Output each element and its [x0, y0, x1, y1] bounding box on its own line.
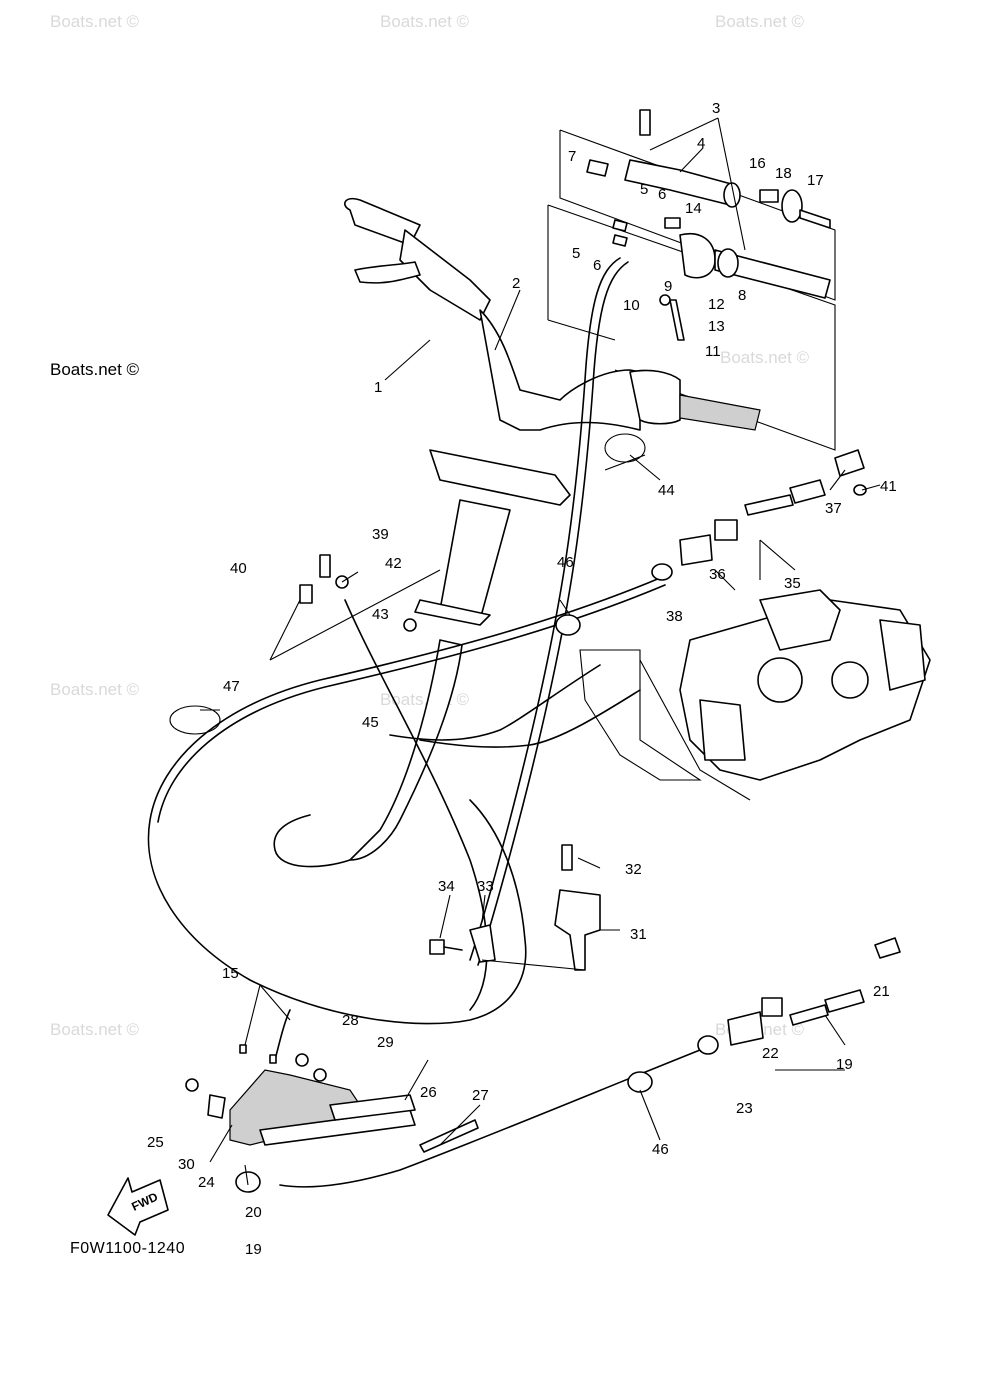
handlebar	[344, 197, 761, 626]
callout-19a: 19	[836, 1056, 853, 1073]
callout-23: 23	[736, 1100, 753, 1117]
callout-38: 38	[666, 608, 683, 625]
callout-28: 28	[342, 1012, 359, 1029]
callout-12: 12	[708, 296, 725, 313]
figure-code: F0W1100-1240	[70, 1240, 186, 1257]
callout-46a: 46	[557, 554, 574, 571]
callout-36: 36	[709, 566, 726, 583]
callout-26: 26	[420, 1084, 437, 1101]
callout-13: 13	[708, 318, 725, 335]
watermark: Boats.net ©	[50, 12, 140, 31]
callout-5b: 5	[572, 245, 580, 262]
cable-fittings	[299, 449, 867, 636]
callout-2: 2	[512, 275, 520, 292]
callout-10: 10	[623, 297, 640, 314]
callout-3: 3	[712, 100, 720, 117]
callout-39: 39	[372, 526, 389, 543]
callout-16: 16	[749, 155, 766, 172]
cables	[147, 257, 701, 1188]
callout-42: 42	[385, 555, 402, 572]
callout-9: 9	[664, 278, 672, 295]
watermark: Boats.net ©	[50, 1020, 140, 1039]
throttle-body	[579, 589, 931, 801]
callout-47: 47	[223, 678, 240, 695]
callout-21: 21	[873, 983, 890, 1000]
reverse-cable-fittings	[627, 937, 901, 1093]
callout-35: 35	[784, 575, 801, 592]
callout-27: 27	[472, 1087, 489, 1104]
cable-wrap	[273, 639, 463, 868]
callout-37: 37	[825, 500, 842, 517]
watermark: Boats.net ©	[380, 12, 470, 31]
watermark: Boats.net ©	[715, 12, 805, 31]
callout-6b: 6	[593, 257, 601, 274]
callout-33: 33	[477, 878, 494, 895]
callout-31: 31	[630, 926, 647, 943]
callout-19b: 19	[245, 1241, 262, 1258]
reverse-lever	[185, 1044, 479, 1193]
throttle-grip	[586, 109, 831, 341]
callout-29: 29	[377, 1034, 394, 1051]
callout-44: 44	[658, 482, 675, 499]
callout-24: 24	[198, 1174, 215, 1191]
callout-30: 30	[178, 1156, 195, 1173]
callout-43: 43	[372, 606, 389, 623]
callout-6a: 6	[658, 186, 666, 203]
copyright-text: Boats.net ©	[50, 360, 140, 379]
callout-25: 25	[147, 1134, 164, 1151]
callout-20: 20	[245, 1204, 262, 1221]
callout-32: 32	[625, 861, 642, 878]
callout-15: 15	[222, 965, 239, 982]
watermark: Boats.net ©	[50, 680, 140, 699]
callouts: 1 2 3 4 5 5 6 6 7 8 9 10 11 12 13 14 15 …	[147, 100, 897, 1258]
callout-46b: 46	[652, 1141, 669, 1158]
callout-18: 18	[775, 165, 792, 182]
callout-4: 4	[697, 135, 705, 152]
callout-41: 41	[880, 478, 897, 495]
callout-7: 7	[568, 148, 576, 165]
callout-1: 1	[374, 379, 382, 396]
callout-40: 40	[230, 560, 247, 577]
callout-11: 11	[705, 343, 721, 360]
cable-bracket	[429, 844, 601, 971]
callout-17: 17	[807, 172, 824, 189]
fwd-arrow-icon: FWD	[107, 1177, 169, 1236]
callout-45: 45	[362, 714, 379, 731]
callout-22: 22	[762, 1045, 779, 1062]
cable-ties	[169, 433, 646, 735]
watermark: Boats.net ©	[720, 348, 810, 367]
callout-14: 14	[685, 200, 702, 217]
callout-5a: 5	[640, 181, 648, 198]
callout-34: 34	[438, 878, 455, 895]
leader-lines	[200, 117, 881, 1186]
callout-8: 8	[738, 287, 746, 304]
